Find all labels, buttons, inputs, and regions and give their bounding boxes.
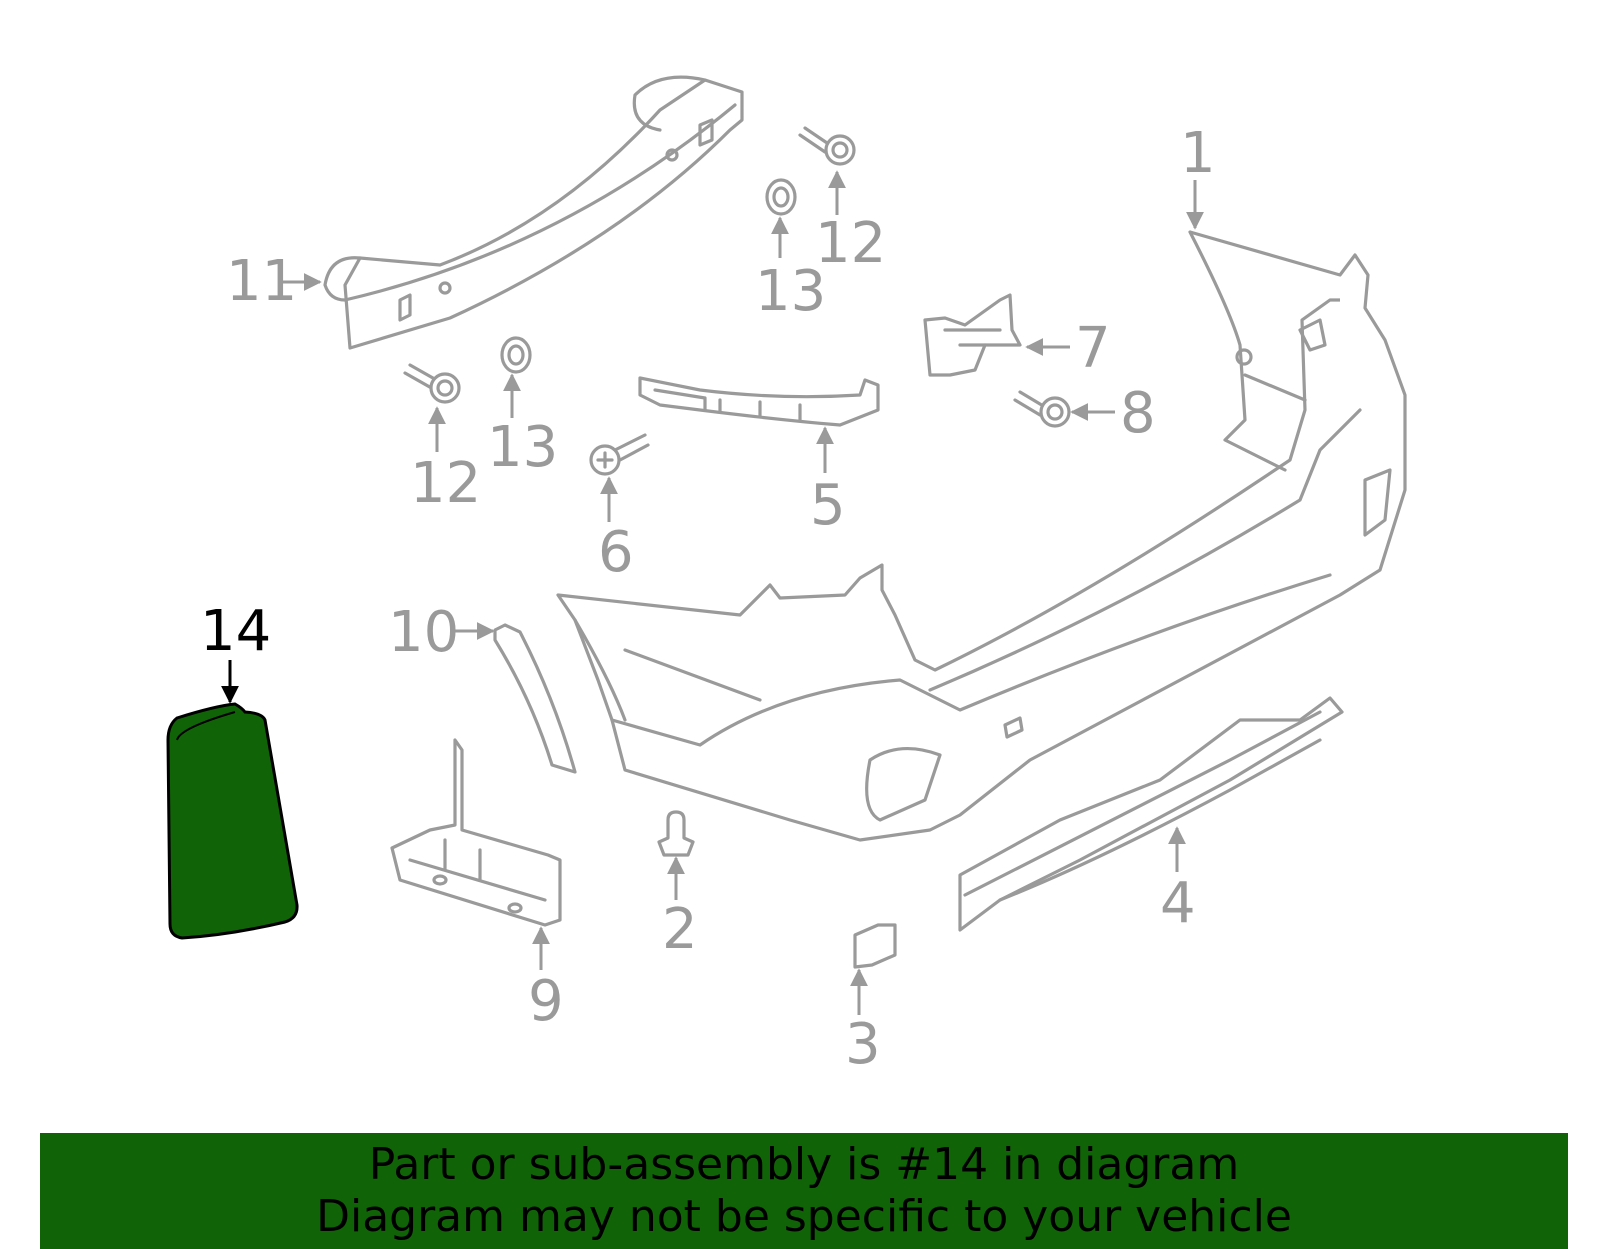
- callout-10: 10: [388, 600, 459, 665]
- part-14-highlighted-panel[interactable]: [166, 702, 299, 940]
- callout-6: 6: [598, 520, 634, 585]
- callout-9: 9: [528, 969, 564, 1034]
- info-banner: Part or sub-assembly is #14 in diagram D…: [40, 1133, 1568, 1249]
- part-10-molding-strip[interactable]: [493, 623, 577, 774]
- callout-12-upper: 12: [815, 211, 886, 276]
- part-6-screw[interactable]: [589, 433, 650, 476]
- callout-2: 2: [662, 897, 698, 962]
- part-3-cap[interactable]: [853, 923, 897, 969]
- callout-5: 5: [810, 473, 846, 538]
- part-12-bolt-lower[interactable]: [403, 363, 461, 404]
- part-4-lower-support[interactable]: [958, 696, 1344, 932]
- callout-3: 3: [845, 1012, 881, 1077]
- callout-13-upper: 13: [755, 259, 826, 324]
- part-5-side-bracket[interactable]: [638, 376, 880, 427]
- callout-1: 1: [1180, 121, 1216, 186]
- callout-11: 11: [226, 249, 297, 314]
- part-7-bracket[interactable]: [923, 293, 1022, 377]
- callout-12-lower: 12: [410, 451, 481, 516]
- callout-7: 7: [1075, 316, 1111, 381]
- part-13-nut-lower[interactable]: [500, 336, 532, 374]
- part-1-bumper-cover[interactable]: [556, 230, 1407, 842]
- part-11-reinforcement-beam[interactable]: [323, 75, 744, 350]
- parts-diagram: 1 11 12 13 7 8 5 12 13 6 10 2 9 3 4 14: [166, 75, 1407, 1077]
- banner-line-part-number: Part or sub-assembly is #14 in diagram: [368, 1139, 1240, 1190]
- part-2-clip[interactable]: [657, 810, 695, 857]
- banner-line-disclaimer: Diagram may not be specific to your vehi…: [316, 1191, 1292, 1242]
- part-12-bolt-upper[interactable]: [798, 126, 856, 166]
- callout-8: 8: [1120, 381, 1156, 446]
- part-13-nut-upper[interactable]: [765, 178, 797, 216]
- part-9-lower-bracket[interactable]: [390, 738, 562, 927]
- callout-14-highlighted: 14: [200, 599, 271, 664]
- callout-13-lower: 13: [487, 415, 558, 480]
- callout-4: 4: [1160, 871, 1196, 936]
- part-14-inner-edge: [176, 711, 236, 741]
- leader-lines: [221, 170, 1204, 1015]
- part-8-bolt[interactable]: [1013, 390, 1071, 428]
